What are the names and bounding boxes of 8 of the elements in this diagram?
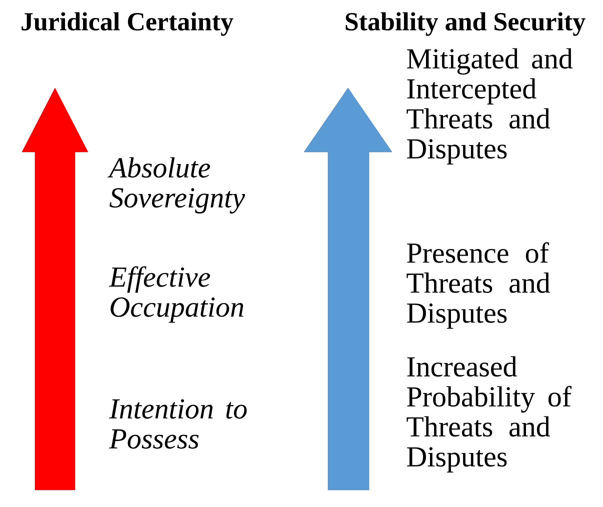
stage-label: Effective Occupation (108, 266, 244, 323)
column-heading: Stability and Security (346, 12, 586, 36)
stage-label: Mitigated and Intercepted Threats and Disputes (406, 48, 573, 164)
stage-label: Increased Probability of Threats and Disputes (406, 356, 572, 472)
stage-label: Absolute Sovereignty (108, 157, 246, 214)
stage-label: Presence of Threats and Disputes (406, 242, 550, 329)
stage-label: Intention to Possess (109, 399, 247, 449)
column-heading: Juridical Certainty (22, 12, 234, 36)
